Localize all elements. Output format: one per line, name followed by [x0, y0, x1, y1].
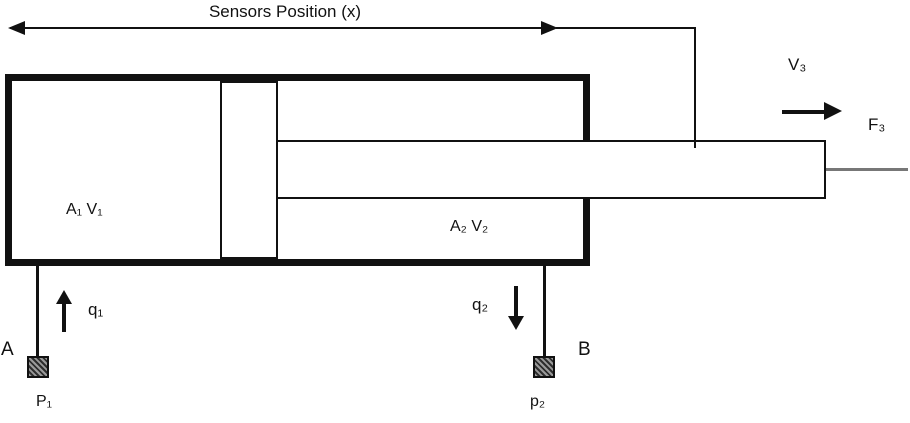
port-b-line — [543, 266, 546, 358]
port-a-label: A — [1, 339, 14, 360]
port-b-fitting-icon — [533, 356, 555, 378]
sensor-leader-vertical — [694, 27, 696, 148]
velocity-arrow-shaft — [782, 110, 824, 114]
pressure-1-label: P₁ — [36, 393, 53, 410]
dimension-arrowhead-right-icon — [541, 21, 558, 35]
flow-2-label: q₂ — [472, 295, 489, 314]
dimension-line — [10, 27, 544, 29]
velocity-arrow-head-icon — [824, 102, 842, 120]
flow-1-label: q₁ — [88, 300, 104, 319]
flow-1-arrow-head-icon — [56, 290, 72, 304]
port-a-line — [36, 266, 39, 358]
pressure-2-label: p₂ — [530, 393, 546, 410]
rod-force-line — [826, 168, 908, 171]
sensor-leader-horizontal — [556, 27, 696, 29]
dimension-arrowhead-left-icon — [8, 21, 25, 35]
flow-1-arrow-shaft — [62, 304, 66, 332]
port-a-fitting-icon — [27, 356, 49, 378]
chamber-right-label: A₂ V₂ — [450, 218, 489, 235]
flow-2-arrow-shaft — [514, 286, 518, 316]
velocity-label: V₃ — [788, 55, 807, 74]
piston-rod — [276, 140, 826, 199]
chamber-left-label: A₁ V₁ — [66, 201, 103, 218]
flow-2-arrow-head-icon — [508, 316, 524, 330]
sensor-position-label: Sensors Position (x) — [208, 2, 362, 21]
force-label: F₃ — [868, 115, 886, 134]
port-b-label: B — [578, 339, 591, 360]
piston — [220, 81, 278, 259]
